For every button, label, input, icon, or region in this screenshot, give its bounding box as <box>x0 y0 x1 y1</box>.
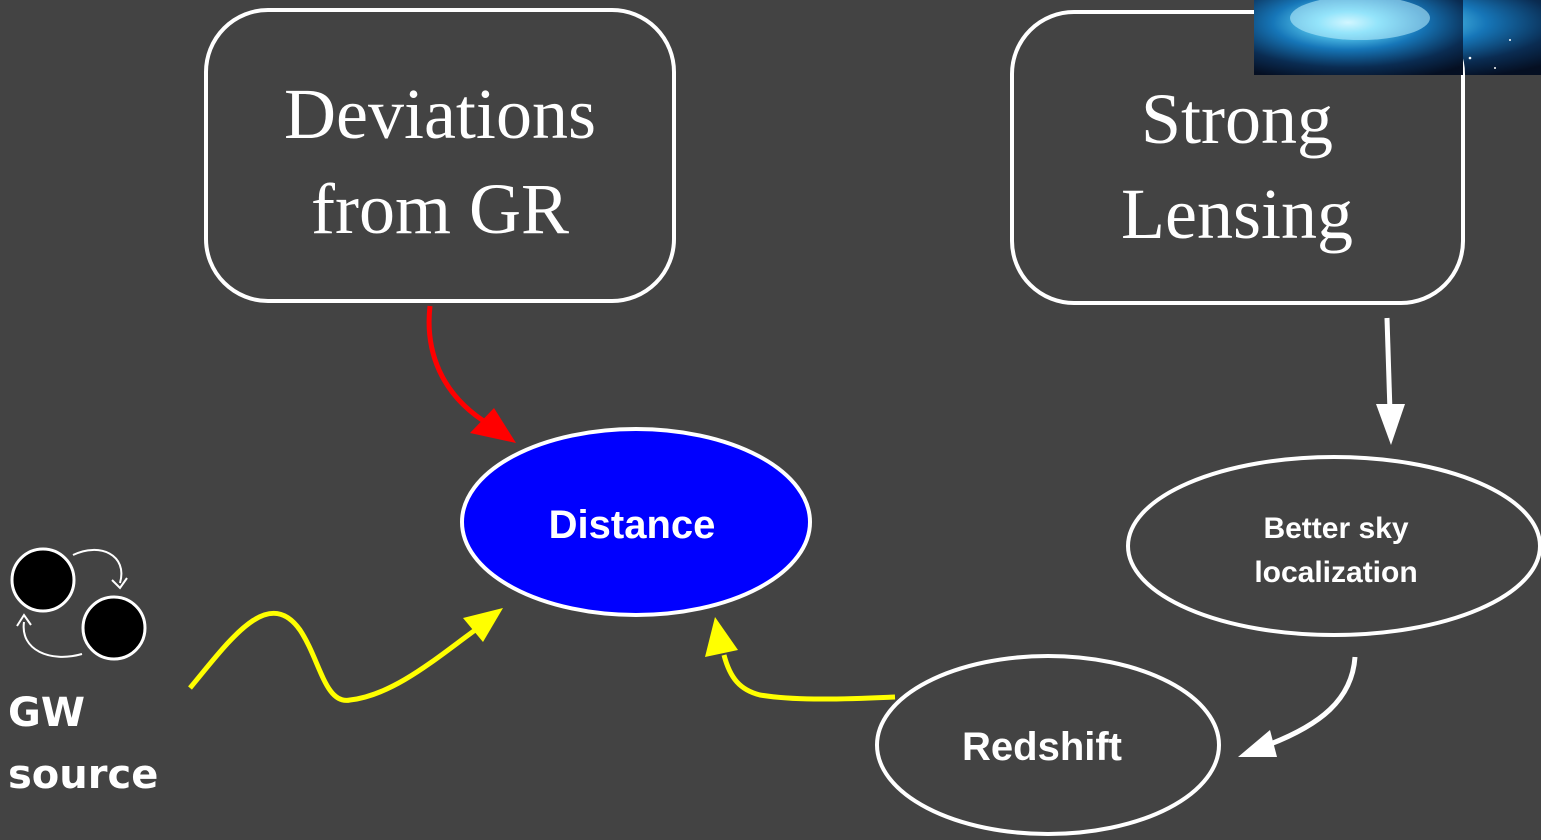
gw-source-binary-icon <box>10 547 147 661</box>
lensing-line1: Strong <box>1141 79 1333 159</box>
deviations-line2: from GR <box>311 169 569 249</box>
redshift-label: Redshift <box>962 725 1122 769</box>
gw-source-line2: source <box>8 752 158 798</box>
distance-label: Distance <box>549 503 716 547</box>
strong-lensing-box: Strong Lensing <box>1010 0 1465 305</box>
localization-line2: localization <box>1254 556 1417 589</box>
localization-line1: Better sky <box>1263 512 1408 545</box>
deviations-from-gr-box: Deviations from GR <box>204 8 676 303</box>
redshift-node: Redshift <box>875 654 1221 836</box>
gw-source-line1: GW <box>8 690 85 736</box>
lensing-line2: Lensing <box>1121 174 1353 254</box>
deviations-line1: Deviations <box>284 74 596 154</box>
deviation-to-distance-arrow <box>426 305 516 443</box>
localization-node: Better sky localization <box>1126 455 1541 637</box>
lensing-to-localization-arrow <box>1376 317 1405 445</box>
redshift-to-distance-arrow <box>705 617 896 702</box>
localization-to-redshift-arrow <box>1238 656 1358 757</box>
distance-node: Distance <box>460 427 812 617</box>
gw-wave-arrow <box>188 608 503 703</box>
